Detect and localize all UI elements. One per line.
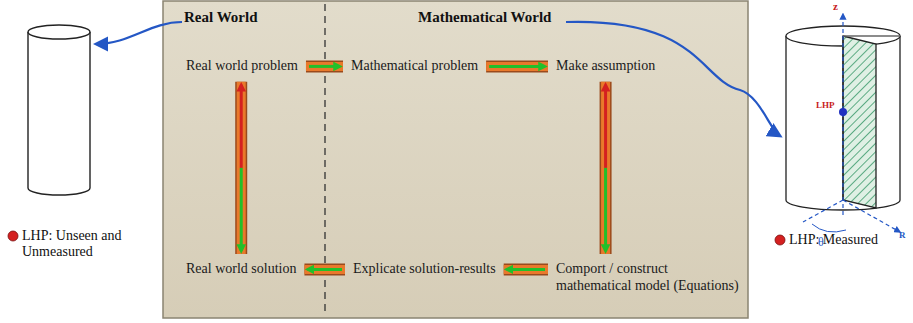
arrow-band-edge — [304, 263, 345, 275]
process-step: Real world problem — [183, 56, 301, 77]
process-step: Real world solution — [183, 259, 299, 280]
world-heading: Real World — [184, 9, 257, 26]
arrow-band — [486, 62, 548, 71]
flow-arrow — [304, 269, 345, 270]
axis-label: θ — [818, 236, 824, 250]
arrow-shaft — [307, 268, 342, 271]
arrow-band — [304, 265, 345, 274]
step-text: Real world problem — [186, 58, 298, 75]
arrow-shaft — [309, 65, 340, 68]
arrow-band-edge — [235, 82, 247, 254]
arrow-band — [504, 265, 548, 274]
flow-arrow — [486, 66, 548, 67]
process-step: Comport / construct mathematical model (… — [553, 259, 746, 297]
arrow-band — [237, 82, 246, 254]
arrow-band-edge — [306, 60, 343, 72]
arrow-shaft — [604, 168, 607, 251]
unmeasured-cylinder — [28, 25, 90, 195]
arrow-band — [601, 82, 610, 254]
process-step: Make assumption — [553, 56, 658, 77]
arrow-shaft — [604, 85, 607, 168]
theta-axis — [803, 200, 843, 222]
step-text: Mathematical problem — [351, 58, 478, 75]
world-heading: Mathematical World — [418, 9, 551, 26]
red-dot — [8, 231, 18, 241]
step-text: Comport / construct mathematical model (… — [556, 261, 743, 295]
r-axis — [843, 200, 900, 232]
flow-arrow — [306, 66, 343, 67]
process-step: Explicate solution-results — [350, 259, 499, 280]
axis-label: LHP — [816, 100, 835, 110]
arrow-band — [306, 62, 343, 71]
caption-text: LHP: Unseen and Unmeasured — [22, 228, 162, 260]
axis-label: z — [833, 0, 838, 13]
arrow-band-edge — [504, 263, 548, 275]
theta-arc — [812, 224, 846, 232]
flow-arrow — [504, 269, 548, 270]
arrow-band-edge — [600, 82, 612, 254]
caption-text: LHP: Measured — [789, 232, 878, 248]
step-text: Explicate solution-results — [353, 261, 496, 278]
step-text: Make assumption — [556, 58, 655, 75]
red-dot — [775, 235, 785, 245]
arrow-shaft — [240, 168, 243, 251]
arrow-shaft — [489, 65, 545, 68]
arrow-shaft — [240, 85, 243, 168]
process-step: Mathematical problem — [348, 56, 481, 77]
leader-arrow — [566, 22, 780, 136]
step-text: Real world solution — [186, 261, 296, 278]
arrow-band-edge — [486, 60, 548, 72]
flow-arrow — [605, 82, 606, 254]
axis-label: R — [899, 230, 906, 240]
world-panel — [163, 1, 748, 318]
lhp-point — [839, 108, 847, 116]
flow-arrow — [241, 82, 242, 254]
leader-arrow — [96, 22, 182, 44]
arrow-shaft — [507, 268, 545, 271]
